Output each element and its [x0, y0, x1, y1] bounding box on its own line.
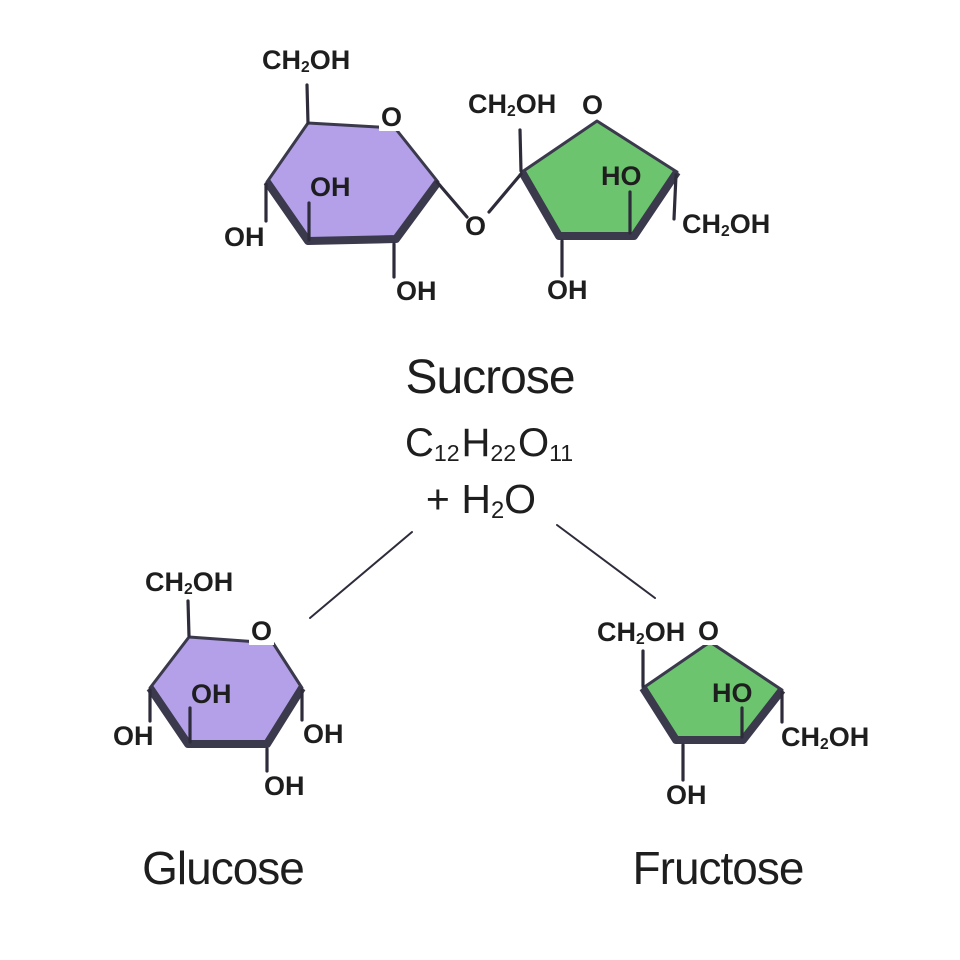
sucrose-formula: C12H22O11 [404, 421, 574, 467]
sucrose-fructose-ring-base [518, 169, 681, 240]
bond-sucrose-fructose-ch2oh [518, 128, 523, 173]
connector-to-glucose [309, 531, 413, 619]
fructose-ring-oxygen-label: O [696, 616, 722, 646]
plus-water-label: +H2O [425, 476, 537, 525]
sucrose-fructose-ch2oh-right-label: CH2OH [682, 209, 771, 240]
glycosidic-oxygen-label: O [465, 211, 487, 241]
fructose-ch2oh-label: CH2OH [597, 617, 686, 648]
sucrose-fructose-bottom-oh-label: OH [547, 275, 588, 305]
glucose-left-oh-label: OH [113, 721, 154, 751]
fructose-bottom-oh-label: OH [666, 780, 707, 810]
bond-glucose-ch2oh [186, 599, 191, 638]
sucrose-glucose-left-oh-label: OH [224, 222, 265, 252]
fructose-title: Fructose [632, 842, 805, 894]
sucrose-fructose-ho-label: HO [601, 161, 642, 191]
fructose-ring-base [639, 685, 786, 744]
sucrose-fructose-ring-oxygen-label: O [582, 90, 604, 120]
glucose-bottom-oh-label: OH [264, 771, 305, 801]
sucrose-glucose-inner-oh-label: OH [310, 172, 351, 202]
bond-sucrose-ch2oh-top [305, 83, 310, 125]
sucrose-glucose-ring-oxygen-label: O [379, 102, 405, 132]
sucrose-title: Sucrose [405, 351, 575, 404]
glucose-right-oh-label: OH [303, 719, 344, 749]
fructose-ch2oh-right-label: CH2OH [781, 722, 870, 753]
bond-glycosidic-right [487, 172, 523, 214]
sucrose-glucose-ring-base [263, 179, 442, 245]
glucose-ring-oxygen-label: O [249, 616, 275, 646]
bond-sucrose-fructose-ch2oh-right [672, 173, 678, 221]
glucose-inner-oh-label: OH [191, 679, 232, 709]
sucrose-glucose-ch2oh-label: CH2OH [262, 45, 351, 76]
sucrose-fructose-ch2oh-label: CH2OH [468, 89, 557, 120]
bond-glycosidic-left [435, 180, 469, 219]
connector-to-fructose [556, 524, 656, 599]
glucose-title: Glucose [142, 842, 305, 894]
glucose-ring-base [146, 685, 306, 748]
glucose-ch2oh-label: CH2OH [145, 567, 234, 598]
fructose-ho-label: HO [712, 678, 753, 708]
sucrose-glucose-bottom-oh-label: OH [396, 276, 437, 306]
